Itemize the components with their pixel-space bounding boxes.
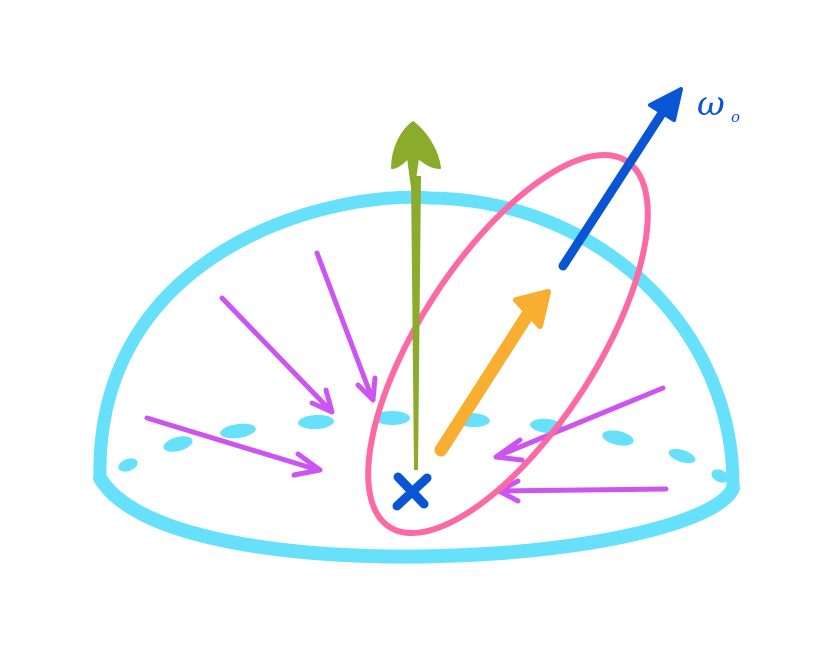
omega-subscript: o xyxy=(731,108,740,126)
outgoing-direction-label: ω o xyxy=(697,84,740,126)
outgoing-direction-arrow xyxy=(558,87,683,271)
surface-normal-head xyxy=(391,121,441,196)
incoming-ray-1 xyxy=(144,415,323,478)
incoming-ray-5 xyxy=(496,478,669,504)
incoming-ray-2 xyxy=(219,295,335,415)
hemisphere-base-back-dashes xyxy=(118,411,729,483)
surface-normal-shaft xyxy=(411,176,421,470)
reflected-direction-arrow xyxy=(434,289,551,457)
shading-point-marker xyxy=(392,472,432,511)
hemisphere xyxy=(93,190,740,564)
surface-normal-arrow xyxy=(391,121,441,470)
incoming-rays xyxy=(144,250,669,504)
hemisphere-dome xyxy=(93,190,740,495)
incoming-ray-4 xyxy=(493,385,666,463)
omega-symbol: ω xyxy=(697,84,725,124)
incoming-ray-3 xyxy=(314,250,378,403)
hemisphere-base-front xyxy=(93,471,740,564)
